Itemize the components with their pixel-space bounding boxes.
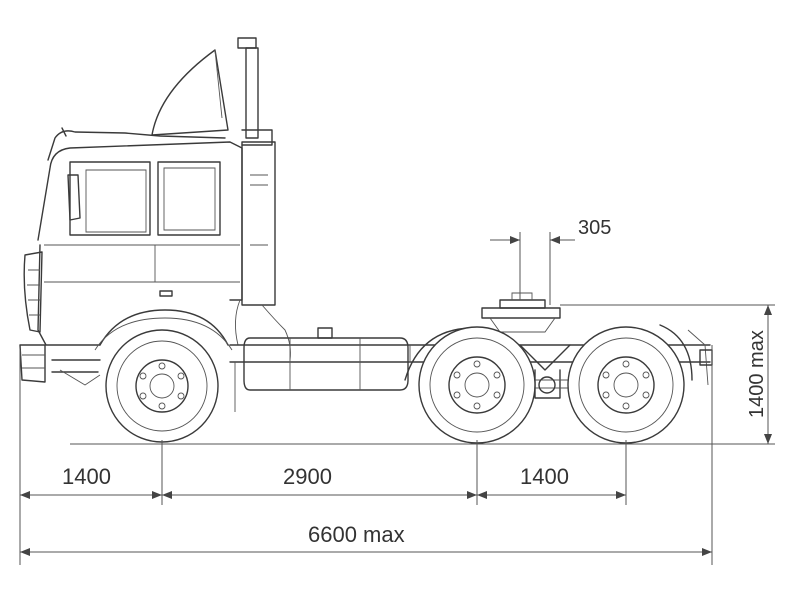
- rear-wheel-2: [567, 326, 685, 444]
- rear-wheel-1: [418, 326, 536, 444]
- overall-length-label: 6600 max: [308, 522, 405, 547]
- front-overhang-label: 1400: [62, 464, 111, 489]
- wheelbase-label: 2900: [283, 464, 332, 489]
- fifth-wheel-height-label: 1400 max: [746, 330, 768, 418]
- dimension-lines: [19, 232, 775, 565]
- front-wheel: [105, 329, 219, 443]
- tandem-spacing-label: 1400: [520, 464, 569, 489]
- fifth-wheel-offset-label: 305: [578, 217, 611, 239]
